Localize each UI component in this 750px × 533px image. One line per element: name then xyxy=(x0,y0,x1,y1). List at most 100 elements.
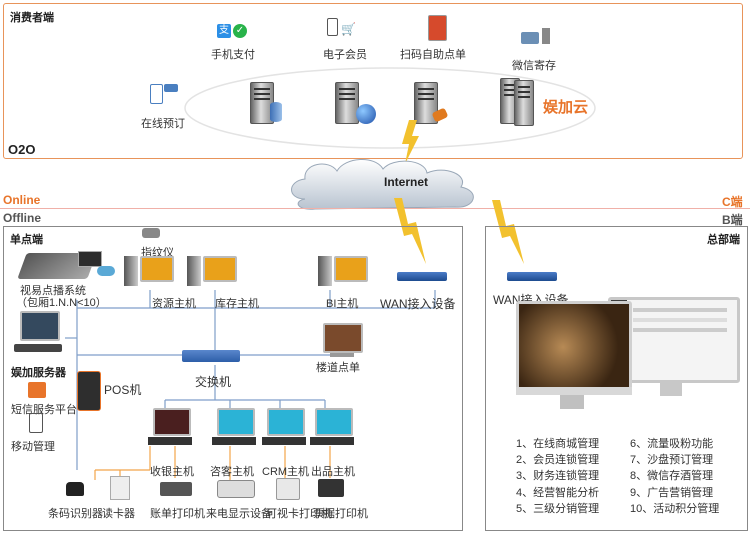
mobile-mgmt-label: 移动管理 xyxy=(11,441,55,453)
caller-id-icon xyxy=(217,480,255,498)
outlet-monitor-icon xyxy=(315,408,353,436)
internet-label: Internet xyxy=(384,175,429,189)
yujia-server-monitor-icon xyxy=(20,311,60,341)
yujia-server-label: 娱加服务器 xyxy=(11,367,66,379)
vod-logo-icon xyxy=(97,266,115,276)
card-reader-label: 读卡器 xyxy=(102,508,135,520)
pos-label: POS机 xyxy=(104,383,142,397)
cloud-server-3 xyxy=(414,82,438,124)
b-end-label: B端 xyxy=(722,213,743,227)
corridor-stand xyxy=(330,353,354,357)
hq-section xyxy=(485,226,748,531)
resource-monitor-icon xyxy=(140,256,174,282)
cashier-monitor-icon xyxy=(153,408,191,436)
bill-printer-label: 账单打印机 xyxy=(150,508,205,520)
yujia-server-icon xyxy=(14,344,62,352)
wechat-storage-icon xyxy=(521,32,539,44)
visual-card-printer-icon xyxy=(276,478,300,500)
vod-screen-icon xyxy=(78,251,102,267)
ticket-printer-icon xyxy=(318,479,344,497)
e-member-label: 电子会员 xyxy=(323,49,367,61)
mobile-pay-label: 手机支付 xyxy=(211,49,255,61)
outlet-host-label: 出品主机 xyxy=(311,466,355,478)
lightning-icon-1 xyxy=(402,120,419,164)
hq-features-left: 1、在线商城管理 2、会员连锁管理 3、财务连锁管理 4、经营智能分析 5、三级… xyxy=(516,436,599,517)
caller-id-label: 来电显示设备 xyxy=(206,508,272,520)
wechat-pay-icon: ✓ xyxy=(233,24,247,38)
wan-device-icon xyxy=(397,272,447,281)
single-point-title: 单点端 xyxy=(10,234,43,246)
c-end-label: C端 xyxy=(722,195,743,209)
stock-host-label: 库存主机 xyxy=(215,298,259,310)
database-icon xyxy=(270,102,282,122)
ticket-printer-label: 票据打印机 xyxy=(313,508,368,520)
scan-order-label: 扫码自助点单 xyxy=(400,49,466,61)
cloud-ellipse xyxy=(184,67,596,149)
bi-host-label: BI主机 xyxy=(326,298,359,310)
card-reader-icon xyxy=(110,476,130,500)
vod-note-label: （包厢1.N.N<10） xyxy=(16,297,107,309)
hq-features-right: 6、流量吸粉功能 7、沙盘预订管理 8、微信存酒管理 9、广告营销管理 10、活… xyxy=(630,436,719,517)
globe-icon xyxy=(356,104,376,124)
bi-tower-icon xyxy=(318,256,332,286)
lightning-icon-2 xyxy=(394,198,426,264)
chat-bubble-icon xyxy=(164,84,178,92)
feature-item: 10、活动积分管理 xyxy=(630,502,720,515)
imac-front-stand xyxy=(560,395,584,409)
offline-label: Offline xyxy=(3,211,41,225)
network-switch-icon xyxy=(182,350,240,362)
feature-item: 3、财务连锁管理 xyxy=(516,470,600,483)
qr-phone-icon xyxy=(428,15,447,41)
feature-item: 6、流量吸粉功能 xyxy=(630,438,714,450)
phone-icon xyxy=(327,18,338,36)
online-booking-label: 在线预订 xyxy=(141,118,185,130)
cashier-base xyxy=(148,437,192,445)
single-point-section xyxy=(3,226,463,531)
imac-front-screen xyxy=(516,301,632,393)
wechat-storage-label: 微信寄存 xyxy=(512,60,556,72)
cloud-server-2 xyxy=(335,82,359,124)
resource-host-label: 资源主机 xyxy=(152,298,196,310)
visual-card-label: 可视卡打印机 xyxy=(266,508,332,520)
booking-phone-icon xyxy=(150,84,163,104)
feature-item: 4、经营智能分析 xyxy=(516,486,600,499)
cart-icon: 🛒 xyxy=(341,22,356,36)
barcode-label: 条码识别器 xyxy=(48,508,103,520)
online-offline-divider xyxy=(0,208,750,209)
imac-back-stand xyxy=(660,382,682,396)
fingerprint-reader-icon xyxy=(142,228,160,238)
vod-label: 视易点播系统 xyxy=(20,285,86,297)
consumer-end-label: 消费者端 xyxy=(10,12,54,24)
sms-icon xyxy=(28,382,46,398)
internet-cloud xyxy=(291,159,474,210)
corridor-monitor-icon xyxy=(323,323,363,353)
cloud-server-4b xyxy=(514,80,534,126)
mobile-mgmt-icon xyxy=(29,413,43,433)
wan-label-single: WAN接入设备 xyxy=(380,297,456,311)
imac-front-chin xyxy=(516,387,632,395)
cloud-brand-label: 娱加云 xyxy=(543,99,589,116)
corridor-order-label: 楼道点单 xyxy=(316,362,360,374)
stock-monitor-icon xyxy=(203,256,237,282)
alipay-icon: 支 xyxy=(217,24,231,38)
o2o-section xyxy=(3,3,743,159)
cashier-host-label: 收银主机 xyxy=(150,466,194,478)
sms-label: 短信服务平台 xyxy=(11,404,77,416)
bill-printer-icon xyxy=(160,482,192,496)
barcode-scanner-icon xyxy=(66,482,84,496)
hq-title: 总部端 xyxy=(707,234,740,246)
stock-tower-icon xyxy=(187,256,201,286)
lightning-icon-3 xyxy=(492,200,524,264)
feature-item: 7、沙盘预订管理 xyxy=(630,454,714,467)
bottle-icon xyxy=(542,28,550,44)
feature-item: 8、微信存酒管理 xyxy=(630,470,714,483)
feature-item: 9、广告营销管理 xyxy=(630,486,714,499)
resource-tower-icon xyxy=(124,256,138,286)
o2o-label: O2O xyxy=(8,142,36,157)
feature-item: 2、会员连锁管理 xyxy=(516,454,600,467)
crm-monitor-icon xyxy=(267,408,305,436)
hq-wan-device-icon xyxy=(507,272,557,281)
guest-monitor-icon xyxy=(217,408,255,436)
crm-base xyxy=(262,437,306,445)
crm-host-label: CRM主机 xyxy=(262,466,310,478)
